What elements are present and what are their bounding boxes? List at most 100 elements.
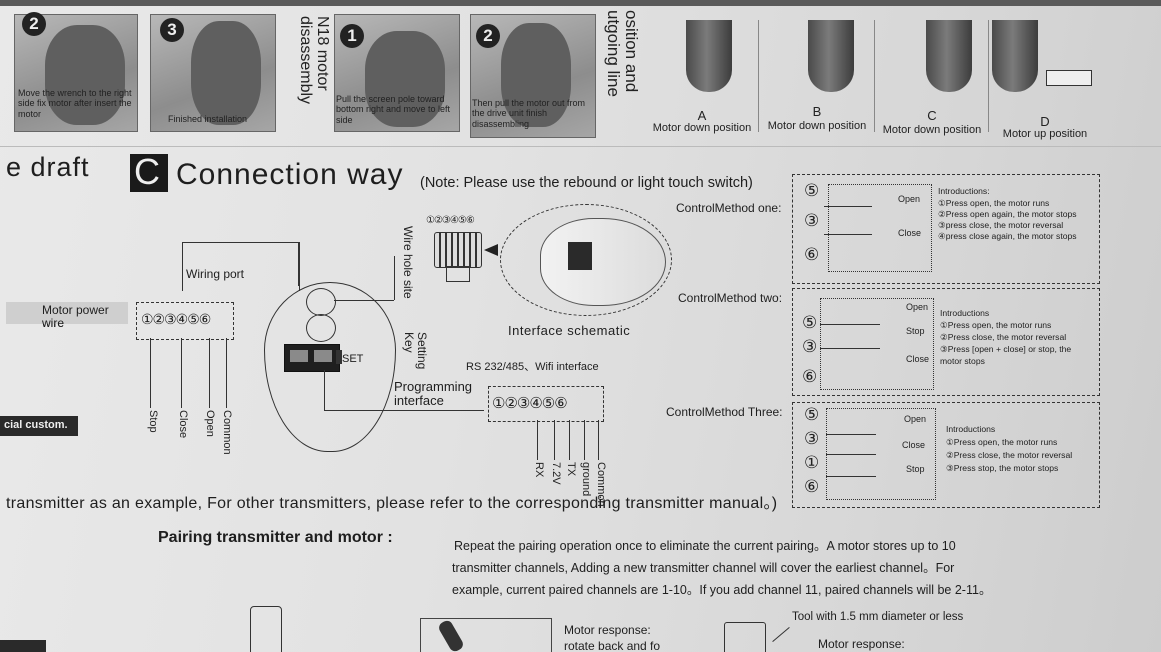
pin-label-tx: TX [565, 462, 577, 477]
wire-line [150, 338, 151, 408]
programming-interface-label: Programming interface [394, 379, 473, 408]
pin-number: ① [804, 453, 820, 472]
control-method-label: ControlMethod one: [676, 201, 782, 215]
section-letter: C [134, 151, 160, 192]
port-socket-slot [314, 350, 332, 362]
side-tab-label: cial custom. [4, 419, 68, 431]
side-tab [0, 416, 78, 436]
wiring-port-label: Wiring port [186, 267, 245, 281]
switch-line [820, 348, 880, 349]
wire-hole-site-label: Wire hole site [401, 226, 415, 299]
method-intro-line: ②Press open again, the motor stops [938, 209, 1077, 219]
section-note: (Note: Please use the rebound or light t… [420, 175, 753, 191]
leader-line [298, 242, 299, 286]
manual-page: 2 Move the wrench to the right side fix … [0, 6, 1161, 652]
position-panel-c: C Motor down position [876, 20, 989, 136]
position-panel-a: A Motor down position [646, 20, 759, 134]
interface-schematic-label: Interface schematic [508, 323, 631, 338]
arrow-band [6, 302, 128, 324]
disassembly-title: N18 motor disassembly [297, 16, 331, 105]
remote-icon [250, 606, 282, 652]
position-title: osition and utgoing line [604, 10, 641, 97]
method-one-frame [792, 174, 1100, 284]
schematic-callout [500, 204, 672, 316]
connector-numbers: ①②③④⑤⑥ [426, 215, 475, 226]
set-key-label: SET [342, 353, 364, 365]
step-number-badge: 3 [160, 18, 184, 42]
step-number-badge: 1 [340, 24, 364, 48]
set-key [336, 350, 342, 364]
programming-connector [488, 386, 604, 422]
switch-label-open: Open [904, 414, 927, 424]
pin-line [554, 420, 555, 460]
pin-line [569, 420, 570, 460]
step-caption: Move the wrench to the right side fix mo… [18, 88, 132, 119]
pin-number: ⑤ [804, 181, 820, 200]
switch-line [824, 234, 872, 235]
step-number-badge: 2 [476, 24, 500, 48]
tool-text: Tool with 1.5 mm diameter or less [792, 611, 964, 623]
pin-number: ③ [804, 211, 820, 230]
position-panel-b: B Motor down position [760, 20, 875, 132]
rotate-text: rotate back and fo [564, 639, 661, 652]
method-two-frame [792, 288, 1100, 396]
pin-number: ⑤ [802, 313, 818, 332]
motor-response-label: Motor response: [564, 623, 651, 637]
programming-numbers: ①②③④⑤⑥ [492, 395, 568, 412]
pin-line [537, 420, 538, 460]
method-intro-title: Introductions [940, 308, 990, 318]
method-intro-title: Introductions: [938, 186, 990, 196]
arrow-icon [484, 244, 498, 256]
method-intro-line: ③Press [open + close] or stop, the [940, 344, 1072, 354]
control-method-label: ControlMethod two: [678, 291, 783, 305]
terminal-numbers: ①②③④⑤⑥ [141, 311, 211, 327]
wrench-illustration [420, 618, 552, 652]
switch-label-open: Open [898, 194, 921, 204]
leader-line [394, 256, 395, 300]
wire-hole-right [306, 314, 336, 342]
install-photo-step-3 [150, 14, 276, 132]
pin-label-rx: RX [533, 462, 545, 478]
switch-label-close: Close [906, 354, 930, 364]
section-title: Connection way [176, 158, 404, 191]
control-method-label: ControlMethod Three: [666, 405, 783, 419]
switch-label-close: Close [898, 228, 922, 238]
pin-number: ⑤ [804, 405, 820, 424]
method-intro-line: ③press close, the motor reversal [938, 220, 1064, 230]
pairing-line: transmitter channels, Adding a new trans… [452, 561, 955, 575]
switch-label-open: Open [906, 302, 929, 312]
left-header: e draft [6, 152, 90, 182]
wire-hole-left [306, 288, 336, 316]
method-intro-line: ②Press close, the motor reversal [940, 332, 1067, 342]
switch-line [820, 324, 880, 325]
method-intro-line: ③Press stop, the motor stops [946, 463, 1059, 473]
disassembly-photo-step-2 [470, 14, 596, 138]
leader-line [334, 300, 394, 301]
pairing-line: example, current paired channels are 1-1… [452, 583, 992, 597]
wire-line [181, 338, 182, 408]
switch-label-close: Close [902, 440, 926, 450]
wire-label-open: Open [204, 410, 216, 437]
pin-number: ⑥ [802, 367, 818, 386]
method-intro-line: ①Press open, the motor runs [940, 320, 1052, 330]
transmitter-note: transmitter as an example, For other tra… [6, 495, 778, 512]
method-intro-line: ④press close again, the motor stops [938, 231, 1077, 241]
leader-line [324, 410, 484, 411]
switch-box [828, 184, 932, 272]
leader-line [324, 370, 325, 410]
pin-line [584, 420, 585, 460]
switch-line [824, 206, 872, 207]
terminal-block [136, 302, 234, 340]
pin-number: ⑥ [804, 477, 820, 496]
pin-label-ground: ground [580, 462, 592, 497]
wire-label-close: Close [177, 410, 189, 439]
step-caption: Pull the screen pole toward bottom right… [336, 94, 451, 125]
pin-number: ③ [802, 337, 818, 356]
method-intro-title: Introductions [946, 424, 996, 434]
section-letter-box [130, 154, 168, 192]
switch-line [826, 434, 876, 435]
pairing-title: Pairing transmitter and motor : [158, 529, 393, 546]
port-socket-slot [290, 350, 308, 362]
step-caption: Then pull the motor out from the drive u… [472, 98, 586, 129]
